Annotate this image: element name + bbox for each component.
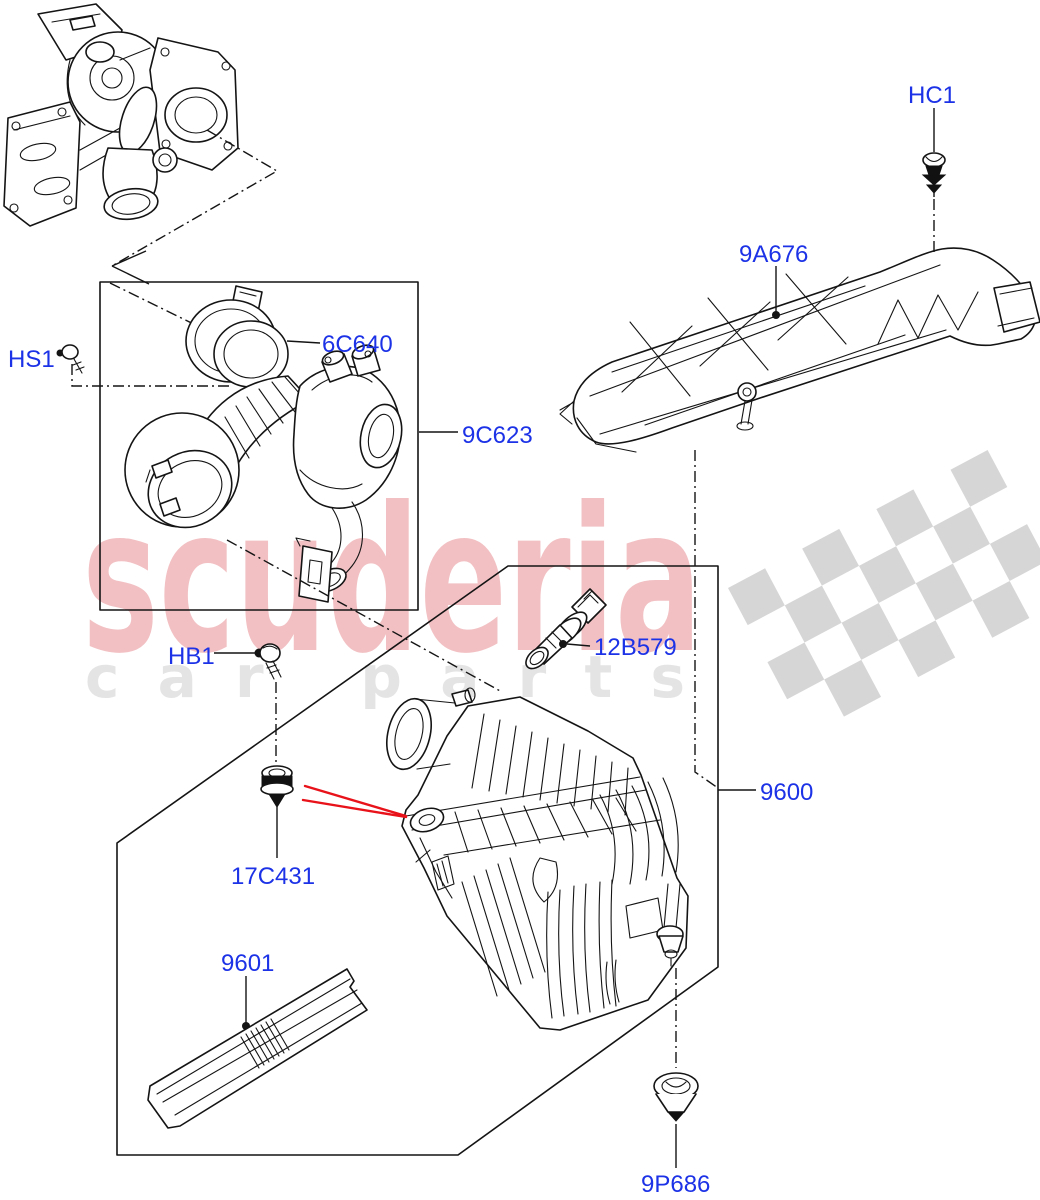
turbocharger-drawing <box>3 3 239 227</box>
part-label-6c640[interactable]: 6C640 <box>322 331 393 358</box>
maf-sensor-drawing <box>525 588 607 670</box>
hose-to-sensor-leader <box>226 539 503 693</box>
watermark-tagline-text: car parts <box>85 643 685 711</box>
clamp-6c640-leader <box>286 340 321 344</box>
mount-pointer-arrows <box>301 784 408 819</box>
checkered-flag-watermark <box>728 449 1040 717</box>
part-label-9600[interactable]: 9600 <box>760 779 813 806</box>
assembly-9600-leader <box>694 450 756 791</box>
hs1-bolt <box>56 344 232 387</box>
filter-element-drawing <box>147 968 368 1129</box>
part-label-9601[interactable]: 9601 <box>221 950 274 977</box>
air-cleaner-drawing <box>386 687 689 1031</box>
part-label-hb1[interactable]: HB1 <box>168 643 215 670</box>
hc1-clip <box>921 108 947 256</box>
part-label-9a676[interactable]: 9A676 <box>739 241 808 268</box>
intake-duct-drawing <box>559 247 1040 453</box>
part-label-9p686[interactable]: 9P686 <box>641 1171 710 1198</box>
part-labels: HC1 9A676 6C640 HS1 9C623 12B579 HB1 960… <box>8 82 956 1198</box>
p9686-grommet <box>653 968 699 1168</box>
detail-box-hose <box>99 281 419 611</box>
watermark: scuderia car parts <box>82 449 1040 717</box>
air-intake-hose-drawing <box>124 285 403 603</box>
hb1-screw <box>214 643 282 764</box>
part-label-9c623[interactable]: 9C623 <box>462 422 533 449</box>
part-label-17c431[interactable]: 17C431 <box>231 863 315 890</box>
part-label-hs1[interactable]: HS1 <box>8 346 55 373</box>
c17431-grommet <box>260 765 294 858</box>
duct-leader <box>772 266 780 319</box>
part-label-12b579[interactable]: 12B579 <box>594 634 677 661</box>
part-label-hc1[interactable]: HC1 <box>908 82 956 109</box>
turbo-to-box-leader <box>109 129 279 335</box>
detail-box-air-cleaner <box>116 565 719 1156</box>
